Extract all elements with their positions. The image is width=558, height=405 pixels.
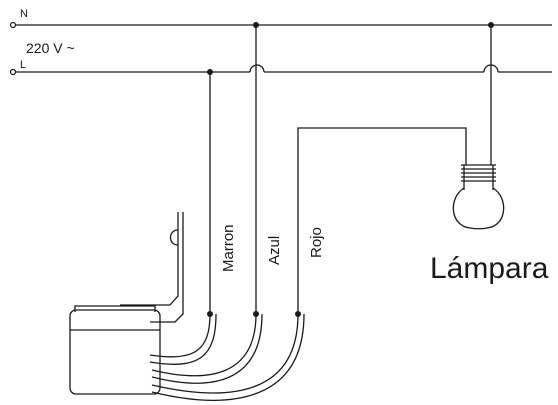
- junction-marron-sensor: [207, 311, 213, 317]
- junction-azul-sensor: [253, 311, 259, 317]
- junction-marron-live: [207, 69, 213, 75]
- rojo-cable-curve: [151, 313, 299, 394]
- sensor-body: [69, 309, 161, 395]
- sensor-bracket: [120, 212, 184, 323]
- live-line-crossover-azul: [249, 64, 265, 73]
- marron-cable-outer: [149, 313, 217, 365]
- junction-azul-neutral: [253, 22, 259, 28]
- lamp-socket: [461, 164, 496, 182]
- marron-cable-curve: [149, 313, 211, 358]
- azul-cable-curve: [151, 313, 257, 377]
- line-label: L: [20, 59, 26, 71]
- azul-cable-outer: [151, 313, 263, 384]
- azul-label: Azul: [266, 236, 283, 265]
- rojo-label: Rojo: [308, 227, 325, 258]
- rojo-cable-outer: [151, 313, 305, 401]
- lamp-bulb: [452, 187, 505, 230]
- marron-label: Marron: [220, 224, 237, 272]
- sensor-cap: [70, 305, 160, 331]
- junction-lamp-neutral: [488, 22, 494, 28]
- neutral-terminal: [9, 21, 17, 29]
- voltage-label: 220 V ~: [26, 40, 75, 56]
- neutral-label: N: [20, 8, 28, 20]
- sensor-bracket-screw: [169, 229, 179, 246]
- lamp-neck: [463, 165, 494, 190]
- junction-rojo-sensor: [295, 311, 301, 317]
- rojo-wire: [297, 127, 467, 314]
- live-terminal: [9, 68, 17, 76]
- lamp-label: Lámpara: [430, 252, 549, 285]
